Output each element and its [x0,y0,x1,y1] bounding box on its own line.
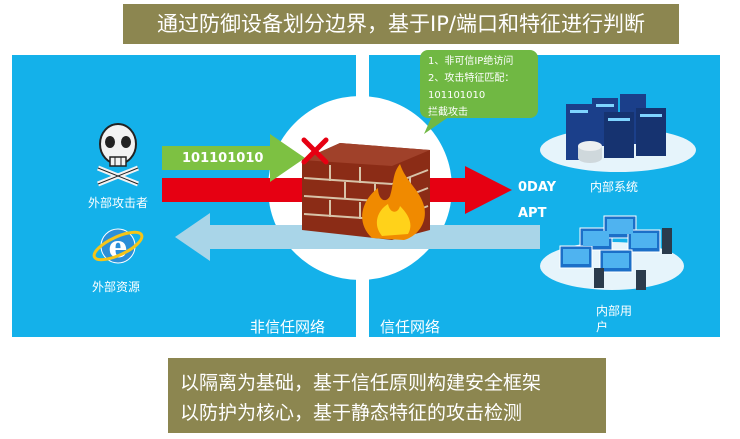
workstation-icon [540,215,684,290]
server-icon [540,94,696,172]
filter-rule-line2: 2、攻击特征匹配： [428,73,515,84]
attack-traffic-arrow [162,134,305,182]
attack-bits-label: 101101010 [182,151,264,166]
untrusted-network-label: 非信任网络 [250,318,326,336]
diagram-title: 通过防御设备划分边界，基于IP/端口和特征进行判断 [123,4,679,44]
filter-rule-line3: 101101010 [428,90,486,101]
trusted-network-label: 信任网络 [380,318,441,336]
internal-user-label: 内部用户 [596,304,632,334]
external-resource-label: 外部资源 [92,280,141,294]
filter-rule-line4: 拦截攻击 [428,107,468,118]
external-attacker-label: 外部攻击者 [88,196,149,210]
filter-rule-bubble [420,50,538,134]
summary-line-1: 以隔离为基础，基于信任原则构建安全框架 [180,372,542,394]
summary-line-2: 以防护为核心，基于静态特征的攻击检测 [180,402,523,424]
internal-system-label: 内部系统 [590,180,639,194]
block-x-icon [301,137,329,165]
ie-browser-icon: e [92,228,144,265]
skull-icon [97,123,139,187]
threat-label-apt: APT [518,206,547,221]
threat-label-0day: 0DAY [518,180,557,195]
filter-rule-text: 1、非可信IP绝访问 2、攻击特征匹配： 101101010 拦截攻击 [428,53,514,121]
fire-icon [362,164,425,240]
summary-box: 以隔离为基础，基于信任原则构建安全框架 以防护为核心，基于静态特征的攻击检测 [168,358,606,433]
filter-rule-line1: 1、非可信IP绝访问 [428,56,514,67]
